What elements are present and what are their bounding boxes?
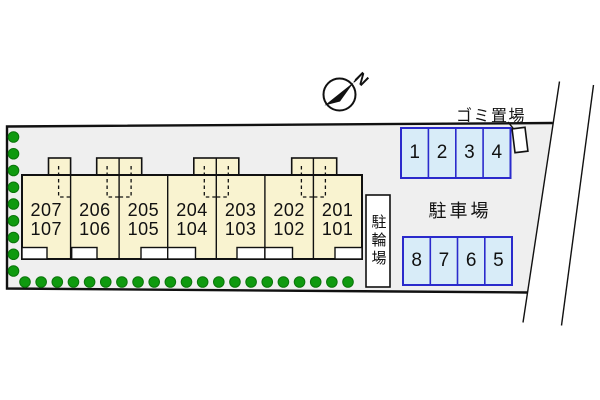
tree-icon — [293, 276, 306, 288]
stall-number: 8 — [411, 250, 422, 271]
unit-label-202: 202 102 — [265, 201, 314, 239]
tree-row-left — [7, 131, 20, 277]
tree-icon — [180, 276, 193, 288]
tree-icon — [83, 276, 96, 288]
bike-parking-label: 駐輪場 — [369, 214, 387, 268]
terrace-notch — [264, 246, 294, 260]
porch — [290, 157, 338, 176]
tree-icon — [7, 181, 20, 194]
unit-number-upper: 207 — [30, 200, 63, 220]
entry-dashed — [313, 166, 327, 198]
tree-icon — [7, 164, 20, 177]
entry-dashed — [300, 166, 314, 198]
tree-icon — [277, 276, 290, 288]
tree-icon — [196, 276, 209, 288]
unit-number-lower: 103 — [224, 219, 257, 239]
tree-icon — [35, 276, 47, 288]
tree-icon — [213, 276, 225, 288]
stall-number: 5 — [493, 250, 504, 271]
terrace-notch — [334, 246, 363, 260]
stall-numbers-top: 1 2 3 4 — [401, 128, 511, 178]
unit-number-upper: 204 — [176, 200, 208, 220]
tree-icon — [7, 131, 20, 143]
tree-icon — [7, 214, 20, 227]
tree-icon — [7, 248, 20, 261]
tree-icon — [148, 276, 160, 288]
tree-icon — [7, 265, 20, 277]
bike-parking-box — [365, 194, 391, 288]
terrace-notch — [166, 246, 197, 260]
entry-dashed — [216, 166, 229, 198]
garbage-area-label: ゴミ置場 — [456, 108, 527, 125]
tree-icon — [7, 198, 20, 210]
tree-icon — [116, 276, 128, 288]
tree-icon — [132, 276, 144, 288]
tree-row-bottom — [19, 276, 354, 288]
boundary-line-outer — [560, 84, 595, 326]
unit-label-203: 203 103 — [216, 201, 265, 239]
terrace-notch — [70, 246, 98, 260]
tree-icon — [19, 276, 31, 288]
unit-label-206: 206 106 — [70, 201, 119, 239]
tree-icon — [245, 276, 257, 288]
entry-dashed — [203, 166, 217, 198]
unit-number-upper: 206 — [79, 200, 111, 220]
unit-number-upper: 202 — [273, 200, 305, 220]
site-boundary — [5, 121, 553, 294]
unit-number-lower: 105 — [127, 219, 160, 239]
compass — [322, 77, 359, 112]
porch — [47, 157, 72, 176]
entry-dashed — [119, 166, 132, 198]
unit-number-upper: 203 — [224, 200, 257, 220]
entry-dashed — [57, 166, 71, 198]
terrace-notch — [21, 246, 48, 260]
building — [21, 157, 363, 260]
parking-row-top — [400, 127, 512, 179]
stall-number: 3 — [464, 142, 475, 163]
parking-area-label: 駐車場 — [428, 201, 492, 221]
garbage-box — [511, 126, 529, 154]
unit-label-201: 201 101 — [313, 201, 362, 239]
stall-numbers-bottom: 8 7 6 5 — [403, 237, 512, 285]
entry-dashed — [106, 166, 120, 198]
tree-icon — [164, 276, 177, 288]
tree-icon — [261, 276, 274, 288]
tree-icon — [229, 276, 241, 288]
unit-number-lower: 104 — [176, 219, 208, 239]
terrace-notch — [236, 246, 266, 260]
tree-icon — [7, 231, 20, 244]
building-outline — [21, 174, 363, 260]
stall-number: 1 — [409, 142, 420, 163]
unit-number-lower: 101 — [321, 219, 354, 239]
unit-label-204: 204 104 — [168, 201, 217, 239]
compass-needle-icon — [324, 82, 354, 106]
unit-label-205: 205 105 — [119, 201, 168, 239]
boundary-line-inner — [522, 81, 561, 323]
tree-icon — [309, 276, 322, 288]
stall-number: 2 — [436, 142, 448, 163]
tree-icon — [7, 147, 20, 160]
unit-number-lower: 102 — [273, 219, 305, 239]
terrace-notch — [140, 246, 169, 260]
unit-number-upper: 201 — [321, 200, 354, 220]
parking-row-bottom — [402, 236, 513, 286]
tree-icon — [326, 276, 338, 288]
unit-number-upper: 205 — [127, 200, 160, 220]
unit-number-lower: 107 — [30, 219, 63, 239]
unit-label-207: 207 107 — [22, 201, 71, 239]
tree-icon — [51, 276, 64, 288]
tree-icon — [67, 276, 80, 288]
unit-number-lower: 106 — [79, 219, 111, 239]
tree-icon — [342, 276, 354, 288]
stall-number: 7 — [438, 250, 450, 271]
tree-icon — [99, 276, 112, 288]
stall-number: 4 — [491, 142, 503, 163]
stall-number: 6 — [465, 250, 477, 271]
